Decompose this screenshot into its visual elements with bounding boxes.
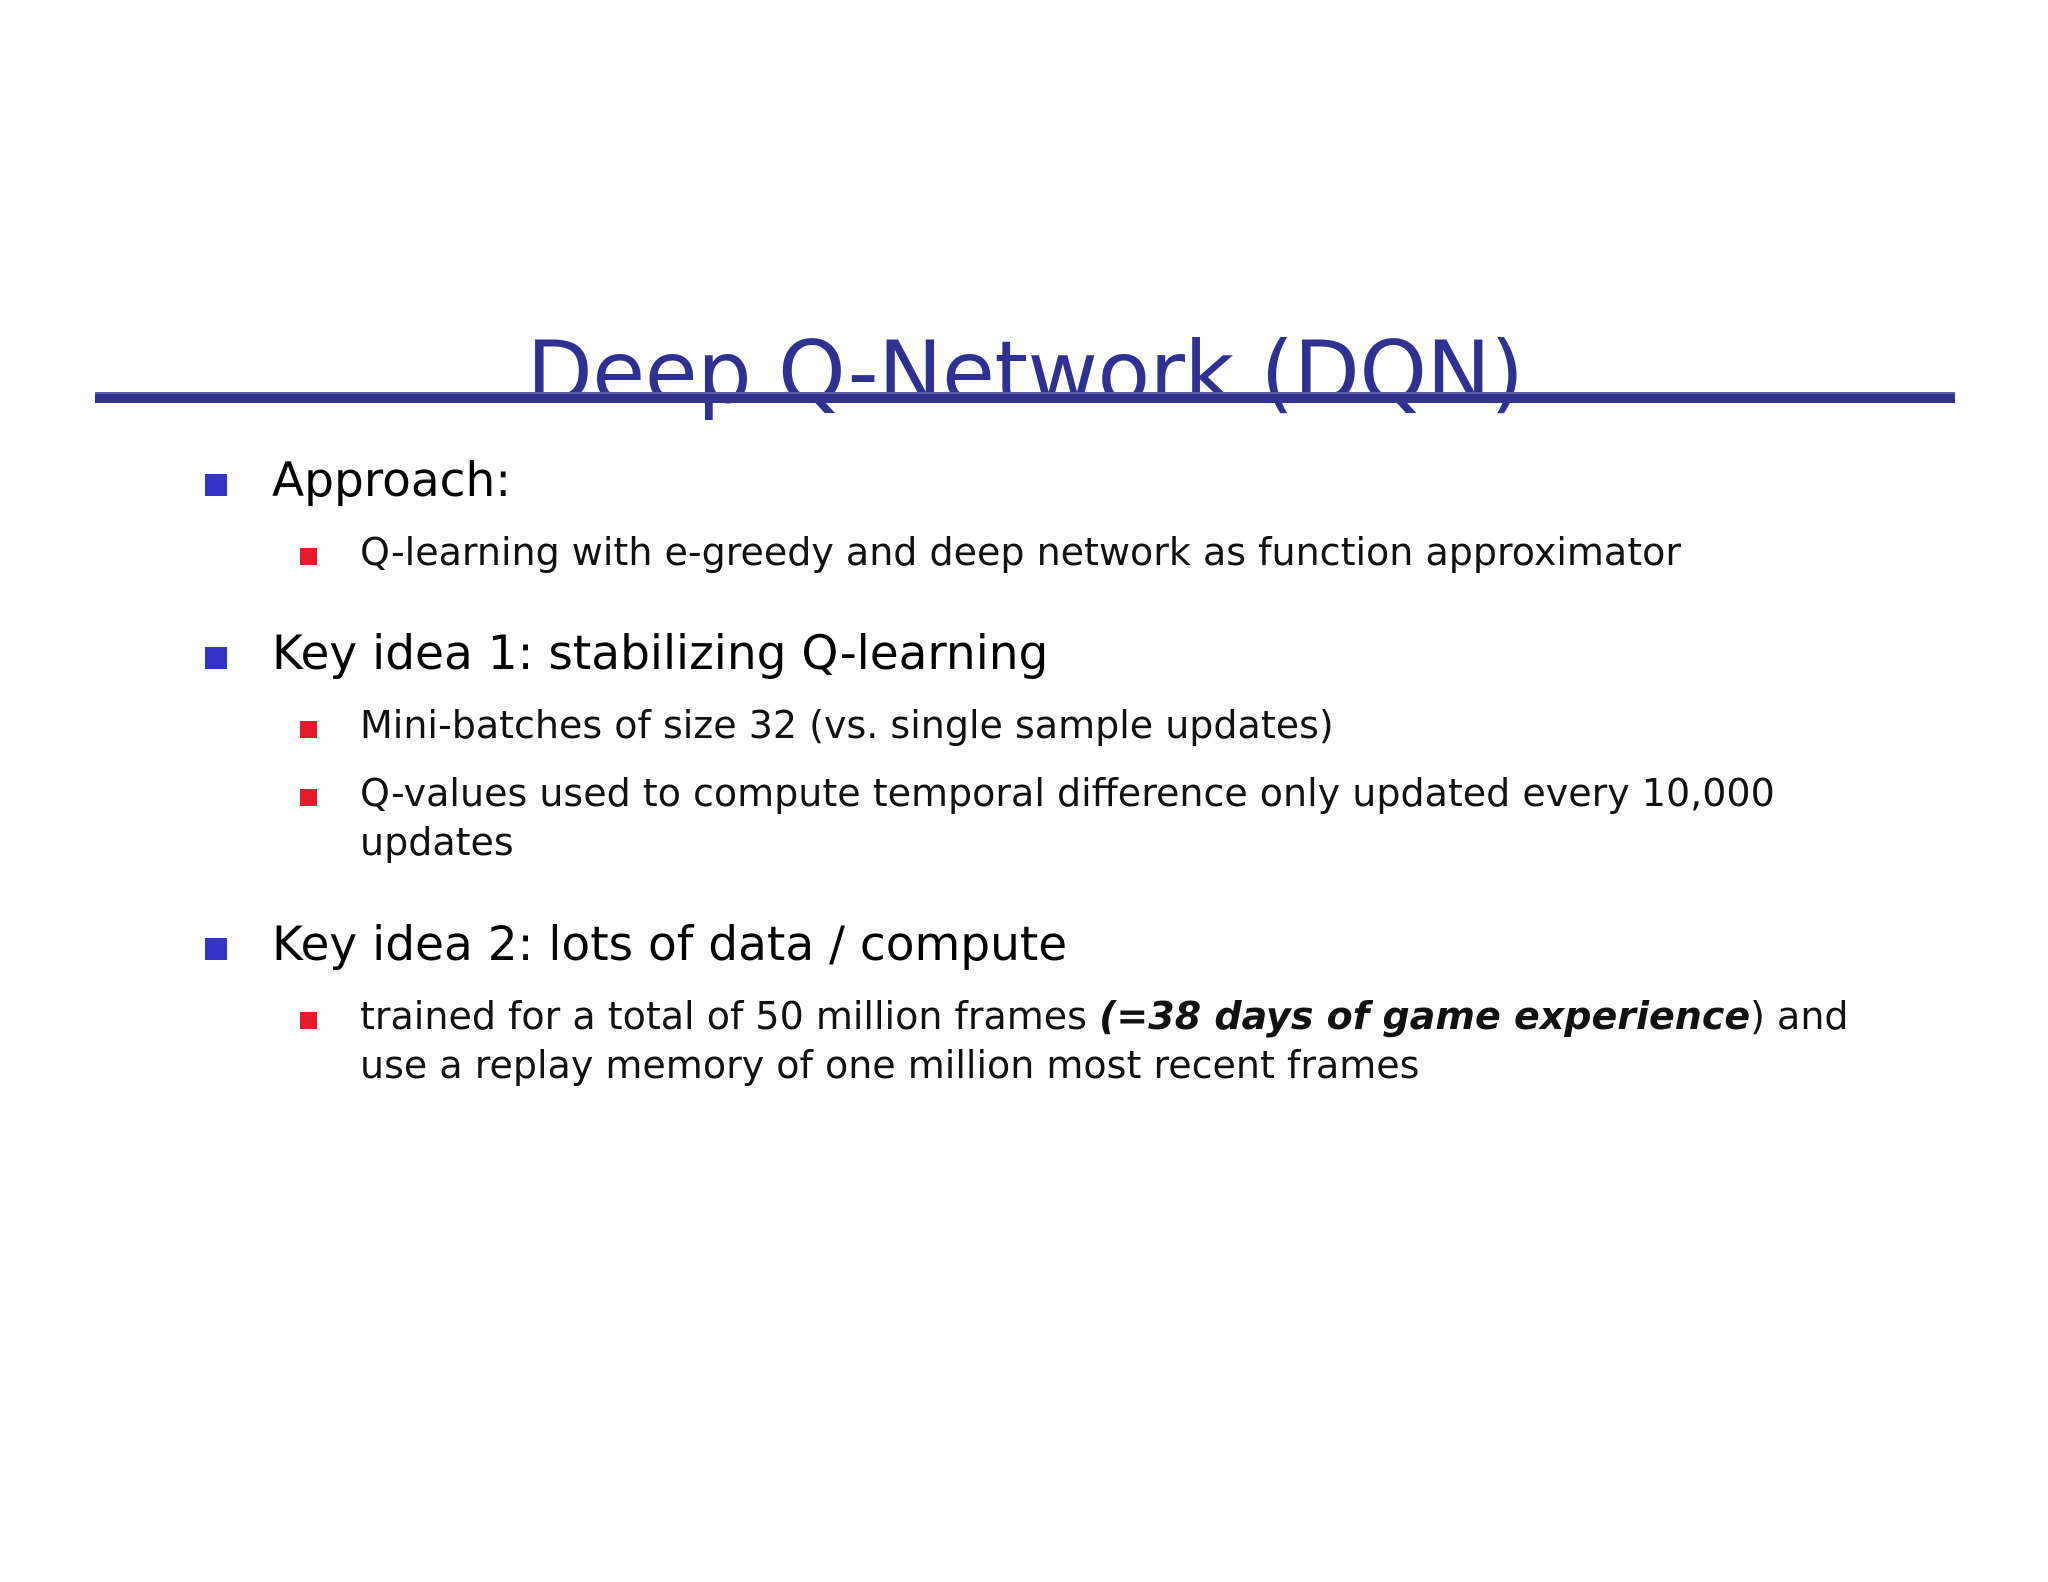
square-bullet-icon [300,788,317,806]
square-bullet-icon [205,647,227,670]
bullet-key-idea-2: Key idea 2: lots of data / compute [0,916,2048,978]
bullet-approach: Approach: [0,452,2048,514]
bullet-label: Key idea 1: stabilizing Q-learning [272,626,1049,682]
bullet-label: Key idea 2: lots of data / compute [272,916,1068,972]
title-divider [95,392,1955,403]
sub-bullet-trained-frames: trained for a total of 50 million frames… [0,992,2048,1091]
square-bullet-icon [205,937,227,960]
bullet-key-idea-1: Key idea 1: stabilizing Q-learning [0,625,2048,687]
square-bullet-icon [300,1011,317,1029]
sub-bullet-text-pre: trained for a total of 50 million frames [360,993,1100,1038]
square-bullet-icon [300,721,317,739]
bullet-label: Approach: [272,453,512,508]
square-bullet-icon [300,548,317,565]
slide-body: Approach: Q-learning with e-greedy and d… [0,452,2048,1108]
square-bullet-icon [205,474,227,496]
sub-bullet-label: Mini-batches of size 32 (vs. single samp… [360,703,1334,748]
sub-bullet-text-post: ) and use a replay memory of one million… [360,993,1849,1087]
sub-bullet-q-values: Q-values used to compute temporal differ… [0,769,2048,868]
section-spacer [0,886,2048,916]
sub-bullet-label: Q-learning with e-greedy and deep networ… [360,530,1681,574]
sub-bullet-label: Q-values used to compute temporal differ… [360,770,1775,865]
sub-bullet-mini-batches: Mini-batches of size 32 (vs. single samp… [0,701,2048,750]
sub-bullet-q-learning: Q-learning with e-greedy and deep networ… [0,528,2048,577]
sub-bullet-text-emphasis: (=38 days of game experience [1099,993,1751,1038]
section-spacer [0,595,2048,625]
